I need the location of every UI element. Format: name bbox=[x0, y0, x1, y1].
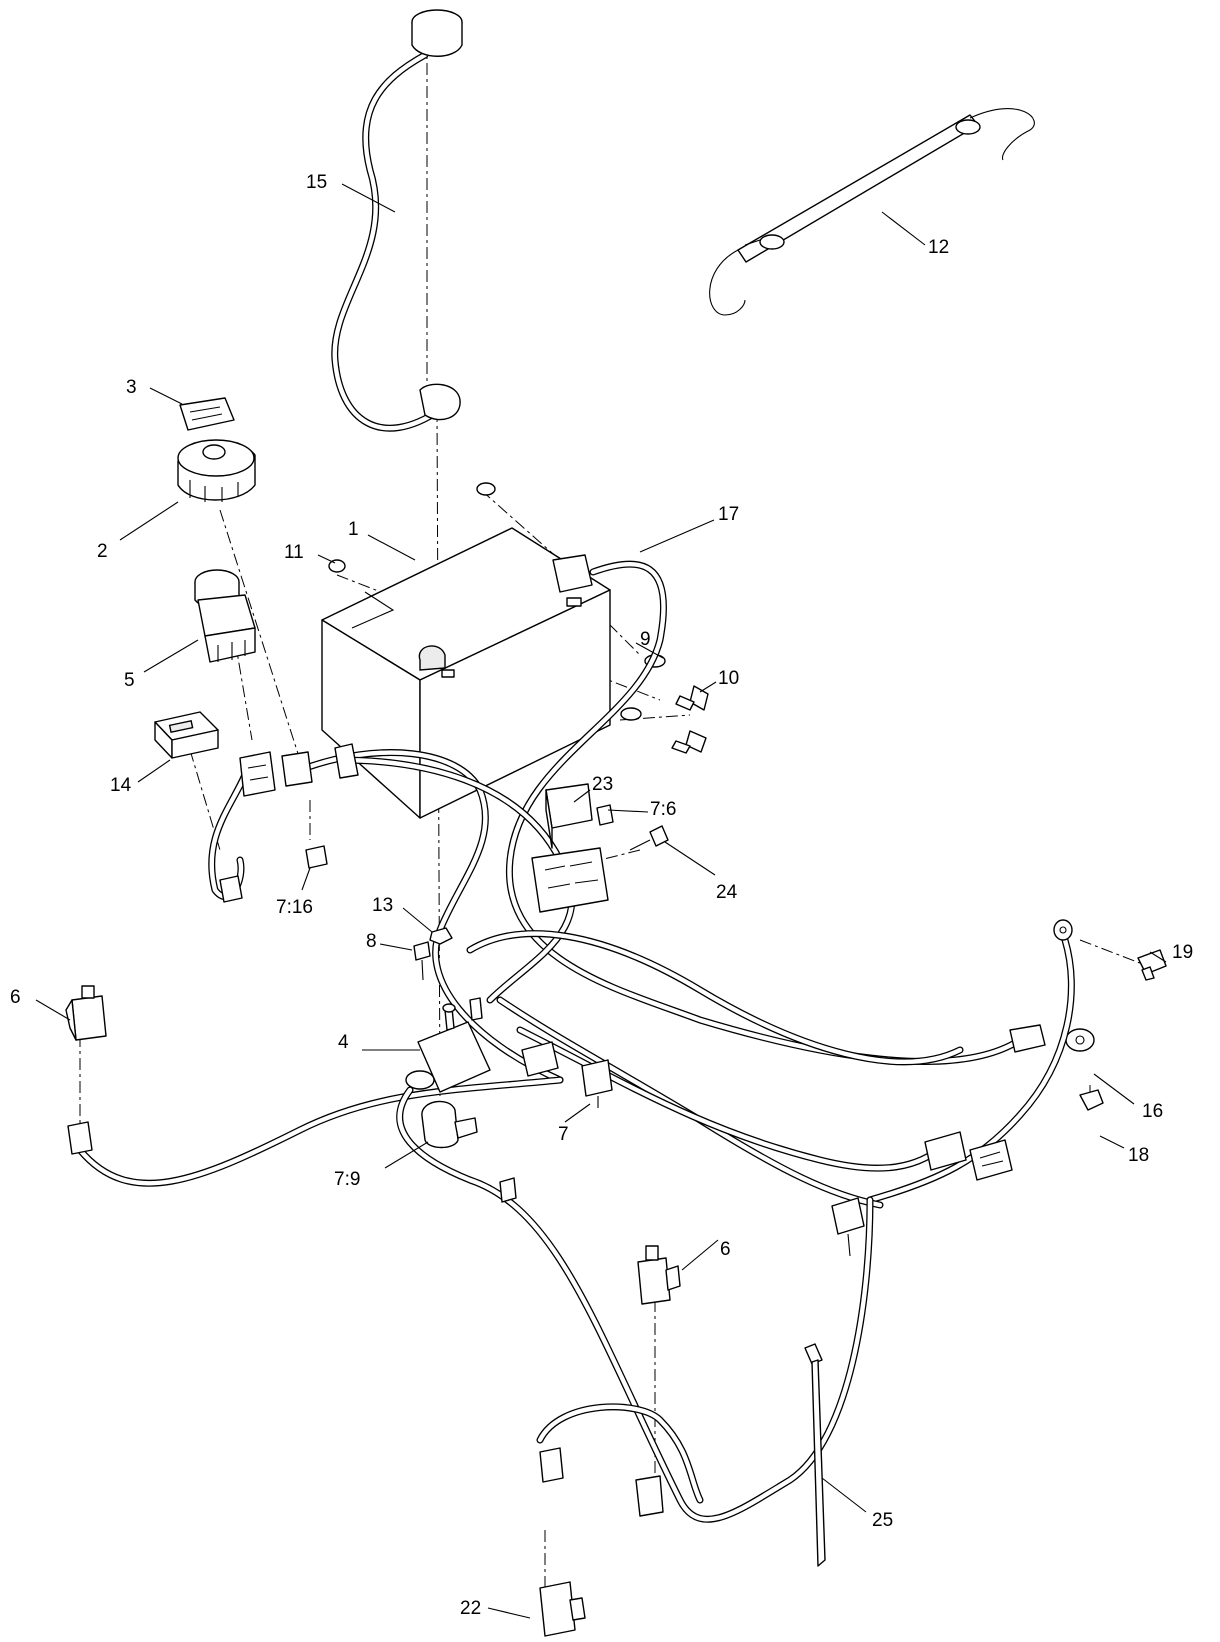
callout-7-9: 7:9 bbox=[334, 1169, 360, 1190]
callout-1: 1 bbox=[348, 519, 359, 540]
callout-7-6: 7:6 bbox=[650, 799, 676, 820]
part-7-fuse-holder bbox=[581, 1059, 613, 1108]
part-1-battery bbox=[321, 527, 611, 819]
part-7-16-fuse bbox=[305, 845, 328, 869]
callout-2: 2 bbox=[97, 541, 108, 562]
part-5-pto-switch bbox=[194, 569, 256, 663]
callout-18: 18 bbox=[1128, 1145, 1149, 1166]
ground-cable-right bbox=[866, 919, 1167, 1204]
fuse-block bbox=[531, 847, 609, 913]
callout-15: 15 bbox=[306, 172, 327, 193]
callout-5: 5 bbox=[124, 670, 135, 691]
part-23-relay bbox=[545, 783, 593, 849]
battery-terminal-clamp bbox=[552, 554, 593, 593]
part-13-nut bbox=[429, 927, 453, 945]
part-19-bolt bbox=[1137, 949, 1167, 975]
callout-23: 23 bbox=[592, 774, 613, 795]
part-12-hold-down-rod bbox=[709, 108, 1035, 316]
part-9-washer-lower bbox=[620, 707, 642, 721]
callout-9: 9 bbox=[640, 629, 651, 650]
callout-25: 25 bbox=[872, 1510, 893, 1531]
part-hex-nut-top bbox=[476, 482, 496, 496]
part-10-bolt bbox=[689, 685, 709, 711]
part-7-9-fuse-holder bbox=[421, 1100, 478, 1149]
battery-hardware bbox=[328, 482, 709, 754]
callout-leaders bbox=[35, 183, 1167, 1619]
main-wire-harness bbox=[76, 749, 964, 1523]
part-11-nut bbox=[328, 559, 346, 573]
part-2-ignition-switch bbox=[177, 439, 256, 502]
callout-11: 11 bbox=[284, 542, 304, 563]
callout-22: 22 bbox=[460, 1598, 481, 1619]
part-25-cable-tie bbox=[804, 1343, 826, 1567]
callout-12: 12 bbox=[928, 237, 949, 258]
part-10-bolt-lower bbox=[685, 730, 707, 753]
part-8-bolt bbox=[413, 941, 431, 981]
part-6-switch-left bbox=[65, 985, 107, 1155]
callout-13: 13 bbox=[372, 895, 393, 916]
callout-3: 3 bbox=[126, 377, 137, 398]
callout-8: 8 bbox=[366, 931, 377, 952]
callout-4: 4 bbox=[338, 1032, 349, 1053]
callout-16: 16 bbox=[1142, 1101, 1163, 1122]
part-4-starter-solenoid bbox=[405, 997, 559, 1093]
harness-connectors-right bbox=[499, 1131, 1013, 1257]
part-18-nut bbox=[1079, 1089, 1104, 1111]
part-22-connector bbox=[539, 1447, 664, 1637]
harness-connectors-left bbox=[219, 743, 359, 903]
callout-10: 10 bbox=[718, 668, 739, 689]
part-15-battery-cable bbox=[331, 9, 463, 432]
callout-6-center: 6 bbox=[720, 1239, 731, 1260]
part-6-switch-center bbox=[637, 1245, 681, 1305]
part-3-ignition-key bbox=[179, 397, 235, 431]
callout-14: 14 bbox=[110, 775, 132, 796]
part-14-hour-meter bbox=[154, 711, 219, 759]
callout-24: 24 bbox=[716, 882, 738, 903]
callout-7-16: 7:16 bbox=[276, 897, 313, 918]
callout-6-left: 6 bbox=[10, 987, 21, 1008]
callout-19: 19 bbox=[1172, 942, 1193, 963]
part-24-screw bbox=[629, 825, 669, 851]
callout-labels: 15 3 2 1 11 17 5 9 10 12 14 23 7:6 24 7:… bbox=[10, 172, 1193, 1619]
callout-17: 17 bbox=[718, 504, 739, 525]
part-7-6-fuse bbox=[596, 804, 614, 826]
callout-7: 7 bbox=[558, 1124, 569, 1145]
